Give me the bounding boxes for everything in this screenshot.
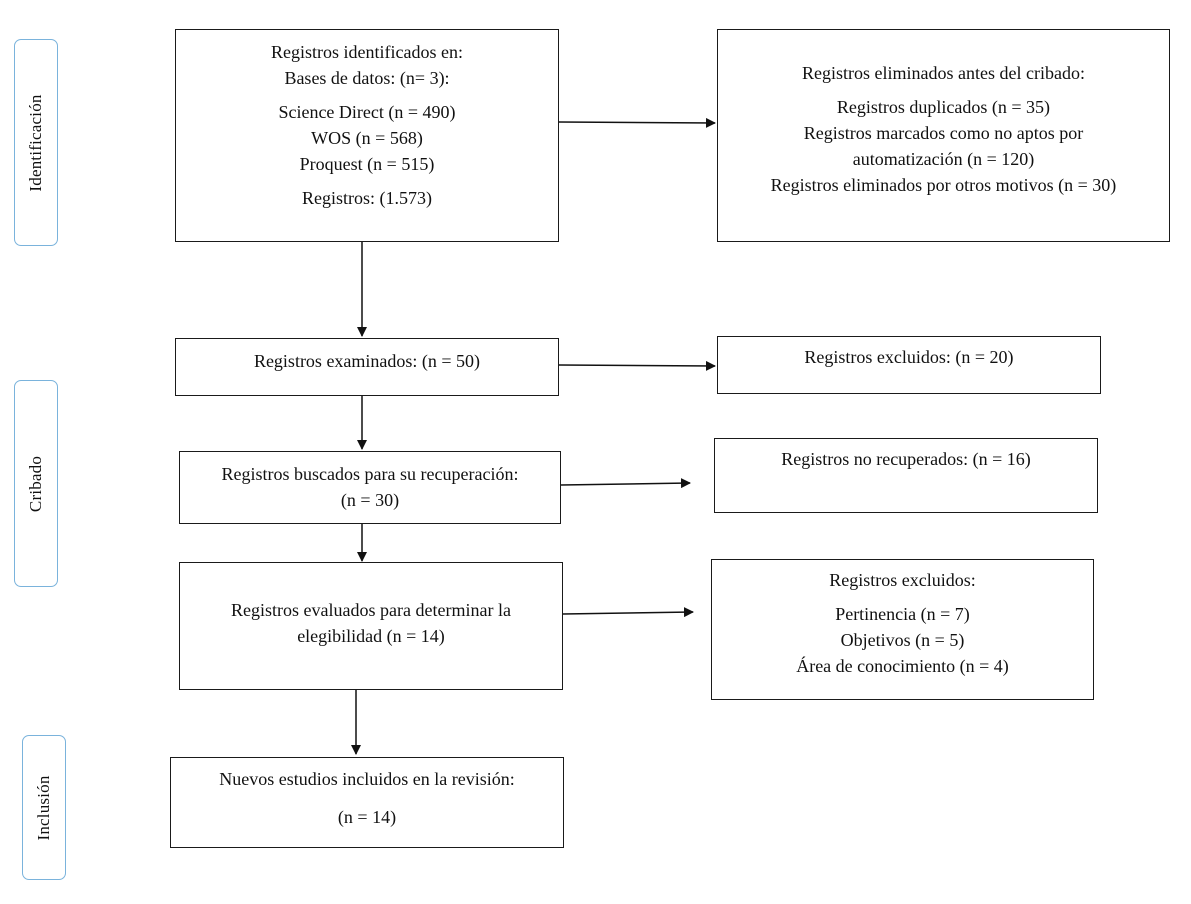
phase-inclusion: Inclusión <box>22 735 66 880</box>
removed-duplicates: Registros duplicados (n = 35) <box>836 97 1051 117</box>
screened-text: Registros examinados: (n = 50) <box>253 351 481 371</box>
excluded-eligibility-box: Registros excluidos: Pertinencia (n = 7)… <box>711 559 1094 700</box>
excluded-objectives: Objetivos (n = 5) <box>840 630 965 650</box>
identified-line1: Registros identificados en: <box>271 42 463 62</box>
removed-title: Registros eliminados antes del cribado: <box>802 63 1085 83</box>
assessed-line1: Registros evaluados para determinar la <box>231 600 511 620</box>
arrow-assessed-to-excluded <box>562 607 694 618</box>
excluded-eligibility-title: Registros excluidos: <box>829 570 976 590</box>
wos-count: WOS (n = 568) <box>311 128 423 148</box>
not-retrieved-box: Registros no recuperados: (n = 16) <box>714 438 1098 513</box>
arrow-screened-to-excluded <box>558 360 716 371</box>
arrow-sought-to-not-retrieved <box>560 478 691 489</box>
removed-other: Registros eliminados por otros motivos (… <box>770 175 1117 195</box>
included-line2: (n = 14) <box>337 807 397 827</box>
excluded-screening-text: Registros excluidos: (n = 20) <box>804 347 1014 367</box>
excluded-relevance: Pertinencia (n = 7) <box>835 604 970 624</box>
screened-records-box: Registros examinados: (n = 50) <box>175 338 559 396</box>
sought-line2: (n = 30) <box>340 490 400 510</box>
sought-records-box: Registros buscados para su recuperación:… <box>179 451 561 524</box>
phase-identification: Identificación <box>14 39 58 246</box>
removed-automation-1: Registros marcados como no aptos por <box>803 123 1084 143</box>
included-line1: Nuevos estudios incluidos en la revisión… <box>219 769 515 789</box>
excluded-knowledge-area: Área de conocimiento (n = 4) <box>796 656 1009 676</box>
science-direct-count: Science Direct (n = 490) <box>278 102 456 122</box>
identified-line2: Bases de datos: (n= 3): <box>284 68 450 88</box>
assessed-records-box: Registros evaluados para determinar la e… <box>179 562 563 690</box>
removed-automation-2: automatización (n = 120) <box>852 149 1035 169</box>
excluded-screening-box: Registros excluidos: (n = 20) <box>717 336 1101 394</box>
sought-line1: Registros buscados para su recuperación: <box>221 464 519 484</box>
removed-records-box: Registros eliminados antes del cribado: … <box>717 29 1170 242</box>
assessed-line2: elegibilidad (n = 14) <box>297 626 445 646</box>
proquest-count: Proquest (n = 515) <box>299 154 435 174</box>
not-retrieved-text: Registros no recuperados: (n = 16) <box>781 449 1031 469</box>
identified-records-box: Registros identificados en: Bases de dat… <box>175 29 559 242</box>
identified-total: Registros: (1.573) <box>302 188 432 208</box>
included-studies-box: Nuevos estudios incluidos en la revisión… <box>170 757 564 848</box>
phase-screening: Cribado <box>14 380 58 587</box>
arrow-identified-to-removed <box>558 117 716 128</box>
